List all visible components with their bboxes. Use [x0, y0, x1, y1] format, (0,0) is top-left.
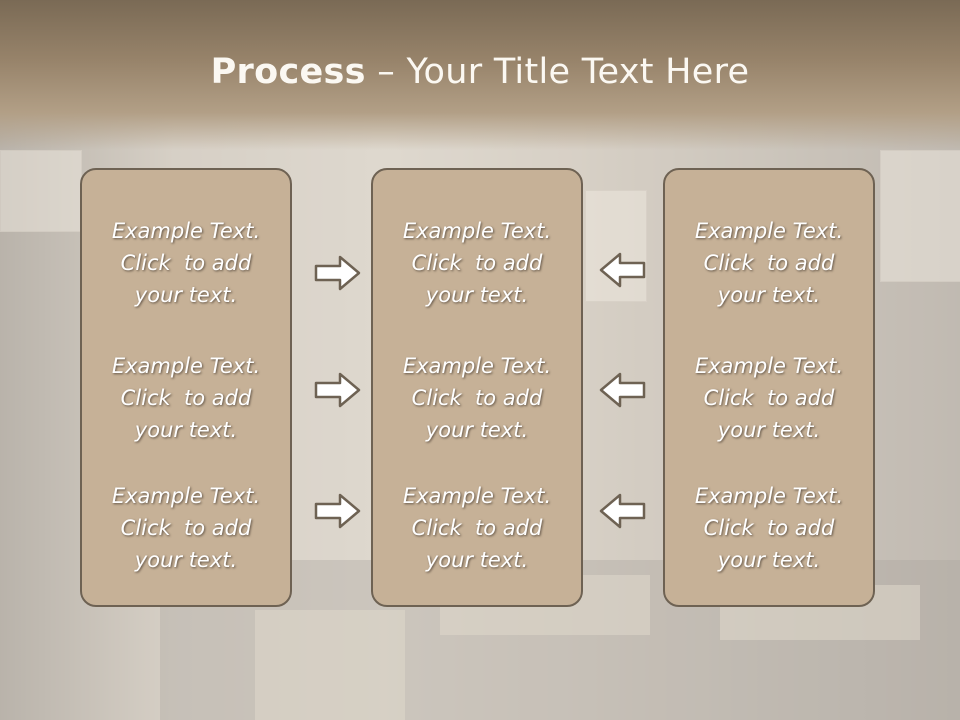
- text-line: Example Text.: [402, 219, 552, 243]
- slide-title[interactable]: Process – Your Title Text Here: [0, 52, 960, 92]
- process-box-3[interactable]: Example Text. Click to add your text. Ex…: [663, 168, 875, 607]
- text-line: Click to add: [703, 516, 835, 540]
- text-line: your text.: [134, 418, 238, 442]
- text-line: Click to add: [703, 386, 835, 410]
- text-line: Click to add: [120, 516, 252, 540]
- arrow-right-icon: [314, 493, 361, 529]
- process-box-2[interactable]: Example Text. Click to add your text. Ex…: [371, 168, 583, 607]
- text-line: Example Text.: [111, 354, 261, 378]
- text-line: Example Text.: [111, 484, 261, 508]
- text-line: your text.: [425, 283, 529, 307]
- text-line: Example Text.: [402, 484, 552, 508]
- arrow-left-icon: [599, 372, 646, 408]
- arrow-right-icon: [314, 255, 361, 291]
- text-block[interactable]: Example Text. Click to add your text.: [665, 350, 873, 446]
- text-block[interactable]: Example Text. Click to add your text.: [82, 480, 290, 576]
- text-line: your text.: [425, 548, 529, 572]
- text-line: Example Text.: [694, 219, 844, 243]
- text-line: Click to add: [411, 516, 543, 540]
- text-line: Click to add: [411, 386, 543, 410]
- text-line: your text.: [134, 283, 238, 307]
- text-line: Click to add: [703, 251, 835, 275]
- text-line: your text.: [717, 418, 821, 442]
- arrow-left-icon: [599, 252, 646, 288]
- text-line: Click to add: [120, 386, 252, 410]
- text-line: your text.: [425, 418, 529, 442]
- text-block[interactable]: Example Text. Click to add your text.: [665, 215, 873, 311]
- text-line: Click to add: [120, 251, 252, 275]
- title-bold: Process: [210, 52, 366, 92]
- text-line: Example Text.: [402, 354, 552, 378]
- process-box-1[interactable]: Example Text. Click to add your text. Ex…: [80, 168, 292, 607]
- text-line: your text.: [717, 548, 821, 572]
- text-block[interactable]: Example Text. Click to add your text.: [665, 480, 873, 576]
- title-rest: – Your Title Text Here: [365, 52, 750, 92]
- arrow-right-icon: [314, 372, 361, 408]
- text-line: Example Text.: [694, 484, 844, 508]
- text-block[interactable]: Example Text. Click to add your text.: [82, 215, 290, 311]
- text-line: your text.: [134, 548, 238, 572]
- text-block[interactable]: Example Text. Click to add your text.: [373, 350, 581, 446]
- text-line: Click to add: [411, 251, 543, 275]
- arrow-left-icon: [599, 493, 646, 529]
- text-block[interactable]: Example Text. Click to add your text.: [82, 350, 290, 446]
- text-line: Example Text.: [694, 354, 844, 378]
- text-line: Example Text.: [111, 219, 261, 243]
- title-band: [0, 0, 960, 150]
- text-block[interactable]: Example Text. Click to add your text.: [373, 480, 581, 576]
- text-line: your text.: [717, 283, 821, 307]
- text-block[interactable]: Example Text. Click to add your text.: [373, 215, 581, 311]
